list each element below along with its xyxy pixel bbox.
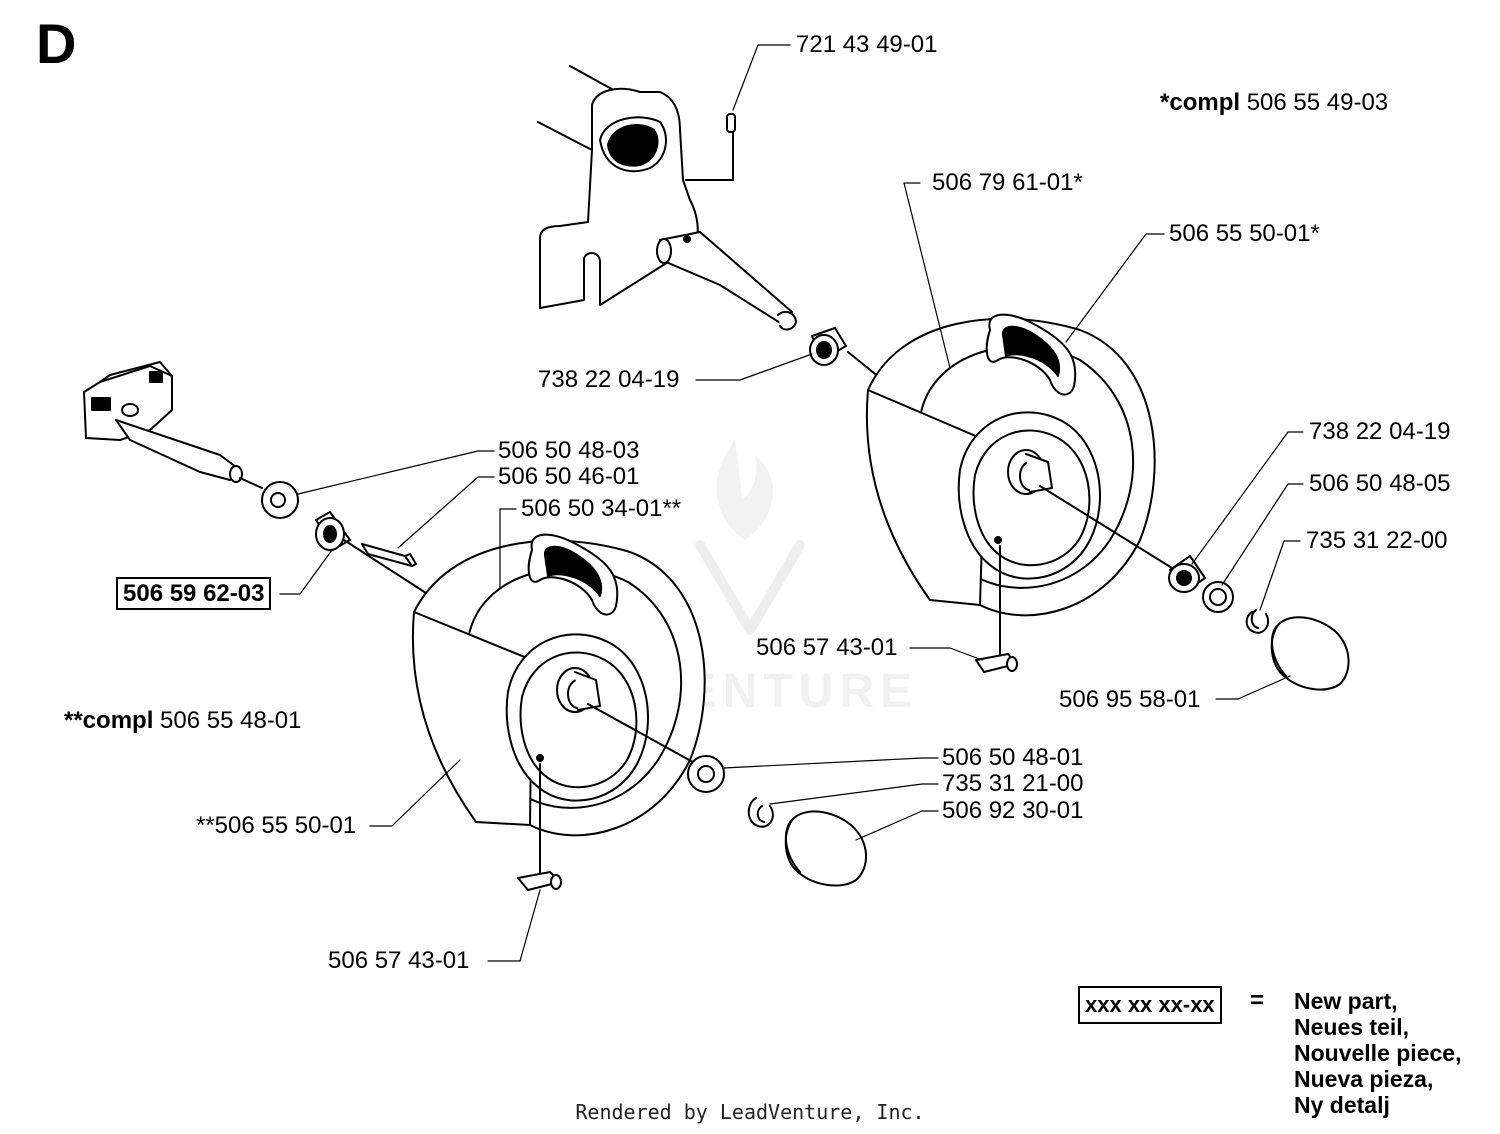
part-label-valve-left[interactable]: 506 57 43-01 — [328, 947, 470, 974]
part-label-clip-left[interactable]: 735 31 21-00 — [942, 770, 1084, 797]
axle-bracket — [537, 65, 797, 331]
legend-line-de: Neues teil, — [1294, 1014, 1410, 1040]
legend-line-es: Nueva pieza, — [1294, 1066, 1434, 1092]
left-axle — [83, 361, 243, 483]
part-label-washer-right[interactable]: 506 50 48-05 — [1309, 470, 1451, 497]
part-label-valve-right[interactable]: 506 57 43-01 — [756, 634, 898, 661]
part-label-cap-left[interactable]: 506 92 30-01 — [942, 797, 1084, 824]
legend-equals: = — [1250, 987, 1265, 1014]
section-letter: D — [36, 12, 77, 75]
compl-top-note: *compl 506 55 49-03 — [1160, 90, 1388, 116]
part-label-washer-left-top[interactable]: 506 50 48-03 — [498, 437, 640, 464]
part-label-cap-right[interactable]: 506 95 58-01 — [1059, 686, 1201, 713]
compl-left-prefix: **compl — [64, 707, 154, 734]
compl-top-part[interactable]: 506 55 49-03 — [1246, 89, 1389, 116]
bearing-axle-drawing — [809, 327, 847, 366]
part-label-new-part-bushing[interactable]: 506 59 62-03 — [116, 577, 272, 610]
part-label-bearing-axle[interactable]: 738 22 04-19 — [538, 366, 680, 393]
part-label-rim-top[interactable]: 506 79 61-01* — [932, 169, 1083, 196]
part-label-bearing-right[interactable]: 738 22 04-19 — [1309, 418, 1451, 445]
compl-top-prefix: *compl — [1160, 89, 1241, 116]
left-outer-parts — [517, 755, 868, 891]
right-small-parts — [975, 545, 1350, 691]
footer-credit: Rendered by LeadVenture, Inc. — [575, 1100, 925, 1124]
legend-line-en: New part, — [1294, 988, 1398, 1014]
part-label-key-left[interactable]: 506 50 46-01 — [498, 463, 640, 490]
part-label-washer-left-out[interactable]: 506 50 48-01 — [942, 744, 1084, 771]
part-label-clip-right[interactable]: 735 31 22-00 — [1306, 527, 1448, 554]
left-wheel — [411, 533, 706, 837]
legend-line-sv: Ny detalj — [1294, 1092, 1390, 1118]
legend-new-part-box: xxx xx xx-xx — [1078, 986, 1222, 1024]
watermark-logo — [695, 440, 805, 635]
compl-left-part[interactable]: 506 55 48-01 — [160, 707, 302, 734]
part-label-rim-left[interactable]: 506 50 34-01** — [521, 495, 682, 522]
left-small-parts-top — [261, 481, 417, 567]
compl-left-note: **compl 506 55 48-01 — [64, 708, 302, 734]
part-label-tire-top[interactable]: 506 55 50-01* — [1169, 220, 1320, 247]
legend-new-part-text: New part, Neues teil, Nouvelle piece, Nu… — [1294, 988, 1461, 1118]
right-wheel — [865, 313, 1156, 617]
part-label-pin-top[interactable]: 721 43 49-01 — [796, 31, 938, 58]
part-label-tire-left[interactable]: **506 55 50-01 — [196, 812, 357, 839]
legend-line-fr: Nouvelle piece, — [1294, 1040, 1462, 1066]
leader-lines — [279, 44, 1304, 962]
